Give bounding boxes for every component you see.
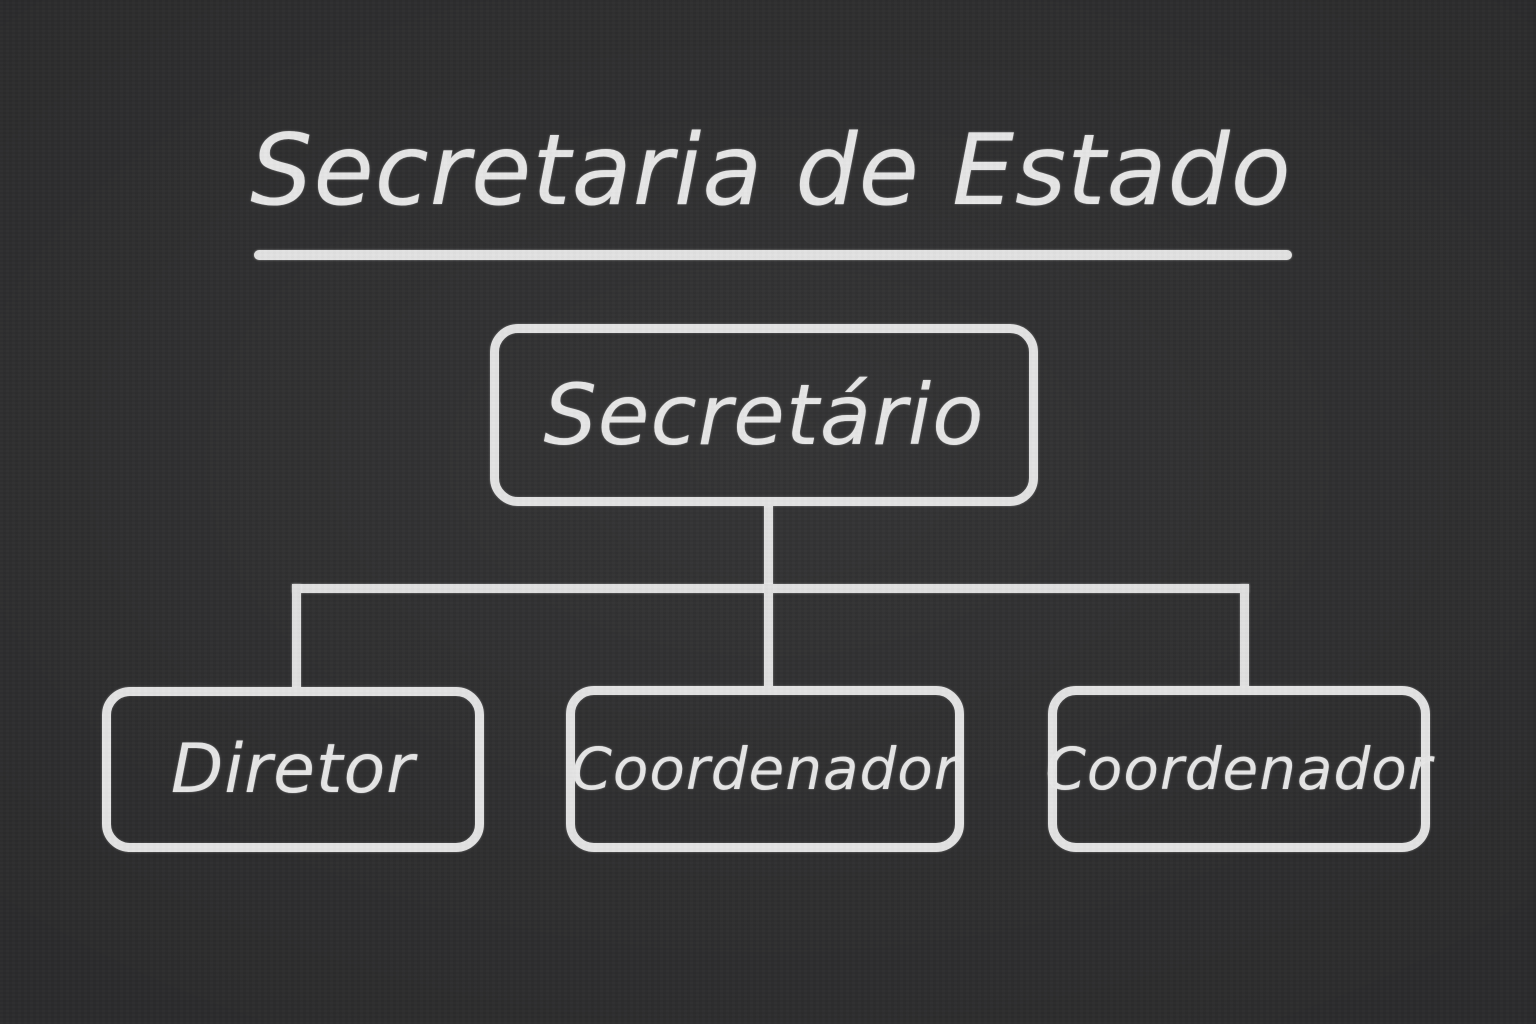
connector-drop-diretor <box>292 584 301 692</box>
chart-title: Secretaria de Estado <box>250 114 1292 228</box>
node-coordenador-2: Coordenador <box>1045 686 1433 852</box>
node-coordenador-1: Coordenador <box>566 686 964 852</box>
connector-drop-coordenador-1 <box>764 584 773 692</box>
node-diretor: Diretor <box>102 687 484 852</box>
node-secretario: Secretário <box>490 324 1038 506</box>
node-coordenador-2-label: Coordenador <box>1045 735 1433 803</box>
connector-drop-coordenador-2 <box>1240 584 1249 692</box>
node-coordenador-1-label: Coordenador <box>571 735 959 803</box>
connector-root-stem <box>764 500 773 592</box>
title-underline <box>254 250 1292 260</box>
node-diretor-label: Diretor <box>170 730 416 809</box>
node-secretario-label: Secretário <box>543 366 985 464</box>
